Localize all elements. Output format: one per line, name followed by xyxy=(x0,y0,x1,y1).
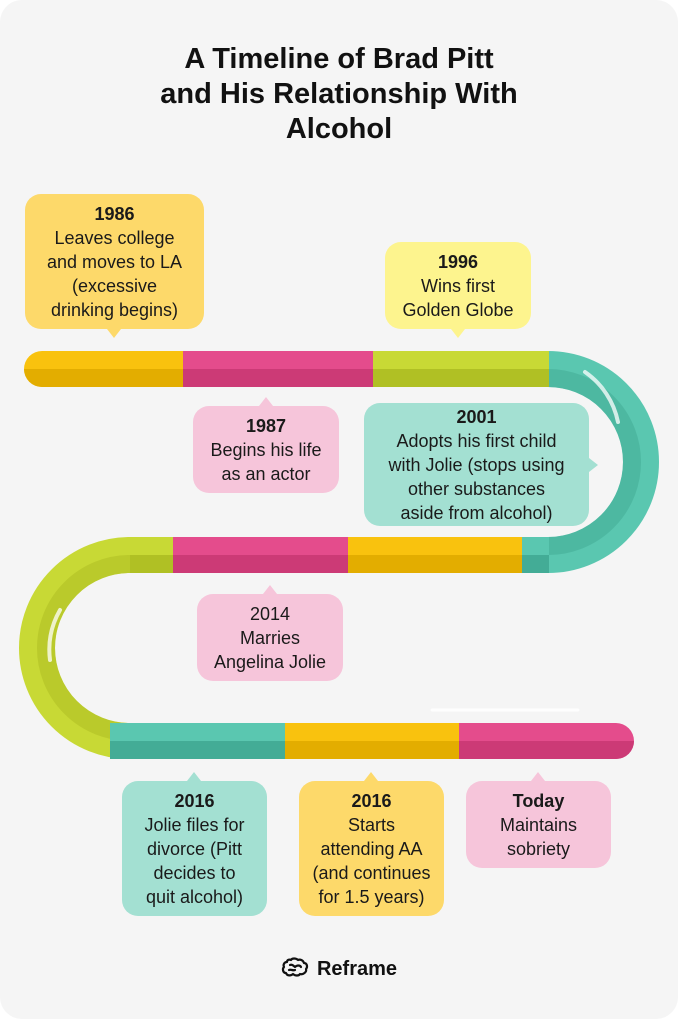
title-line-2: and His Relationship With xyxy=(160,78,518,110)
event-text: Marries xyxy=(239,627,300,648)
event-year: 2016 xyxy=(351,790,392,811)
brand-name: Reframe xyxy=(316,958,398,980)
event-1986-pointer xyxy=(107,329,121,338)
event-text: Starts xyxy=(347,814,395,835)
event-2016-divorce-pointer xyxy=(187,772,201,781)
page-title: A Timeline of Brad Pitt and His Relation… xyxy=(0,42,678,147)
track-curve-right-highlight xyxy=(583,370,620,424)
event-text: Adopts his first child xyxy=(396,430,557,451)
event-text: drinking begins) xyxy=(50,299,179,320)
event-text: Leaves college xyxy=(54,227,175,248)
event-text: Golden Globe xyxy=(402,299,514,320)
event-text: decides to xyxy=(153,862,236,883)
event-text: (excessive xyxy=(71,275,158,296)
track-row-bottom xyxy=(110,708,634,759)
track-row-middle xyxy=(130,537,549,573)
event-today-bubble: Today Maintains sobriety xyxy=(466,781,611,868)
event-year: 1986 xyxy=(94,203,135,224)
track-row-top xyxy=(24,351,549,387)
event-text: (and continues xyxy=(312,862,431,883)
event-text: other substances xyxy=(407,478,546,499)
event-year: 2016 xyxy=(174,790,215,811)
event-year: 1996 xyxy=(437,251,479,272)
event-text: 2014 xyxy=(249,603,291,624)
event-text: Jolie files for xyxy=(144,814,245,835)
event-2016-divorce-bubble: 2016 Jolie files for divorce (Pitt decid… xyxy=(122,781,267,916)
event-1996-pointer xyxy=(451,329,465,338)
event-2014-bubble: 2014 Marries Angelina Jolie xyxy=(197,594,343,681)
event-2016-aa-pointer xyxy=(364,772,378,781)
event-1987-bubble: 1987 Begins his life as an actor xyxy=(193,406,339,493)
event-1996-bubble: 1996 Wins first Golden Globe xyxy=(385,242,531,329)
event-text: sobriety xyxy=(506,838,571,859)
event-text: for 1.5 years) xyxy=(318,886,425,907)
event-text: attending AA xyxy=(320,838,423,859)
event-1986-bubble: 1986 Leaves college and moves to LA (exc… xyxy=(25,194,204,329)
event-text: with Jolie (stops using xyxy=(388,454,565,475)
track-curve-right-shade xyxy=(547,369,641,555)
event-text: aside from alcohol) xyxy=(400,502,553,523)
brand-footer: Reframe xyxy=(0,955,678,984)
event-text: quit alcohol) xyxy=(145,886,244,907)
event-year: 1987 xyxy=(245,415,287,436)
event-text: divorce (Pitt xyxy=(146,838,243,859)
event-text: Begins his life xyxy=(210,439,322,460)
event-text: as an actor xyxy=(221,463,311,484)
event-text: Angelina Jolie xyxy=(213,651,327,672)
event-2016-aa-bubble: 2016 Starts attending AA (and continues … xyxy=(299,781,444,916)
event-2001-bubble: 2001 Adopts his first child with Jolie (… xyxy=(364,403,589,526)
event-2001-pointer xyxy=(589,458,598,472)
track-curve-left-shade xyxy=(37,555,131,741)
track-curve-left-highlight xyxy=(47,608,62,662)
event-1987-pointer xyxy=(259,397,273,406)
title-line-1: A Timeline of Brad Pitt xyxy=(184,43,494,75)
title-line-3: Alcohol xyxy=(285,113,393,145)
event-text: Wins first xyxy=(421,275,495,296)
event-2014-pointer xyxy=(263,585,277,594)
event-text: Maintains xyxy=(499,814,578,835)
event-year: Today xyxy=(512,790,565,811)
brain-icon xyxy=(281,955,309,984)
event-text: and moves to LA xyxy=(46,251,183,272)
event-year: 2001 xyxy=(456,406,497,427)
event-today-pointer xyxy=(531,772,545,781)
